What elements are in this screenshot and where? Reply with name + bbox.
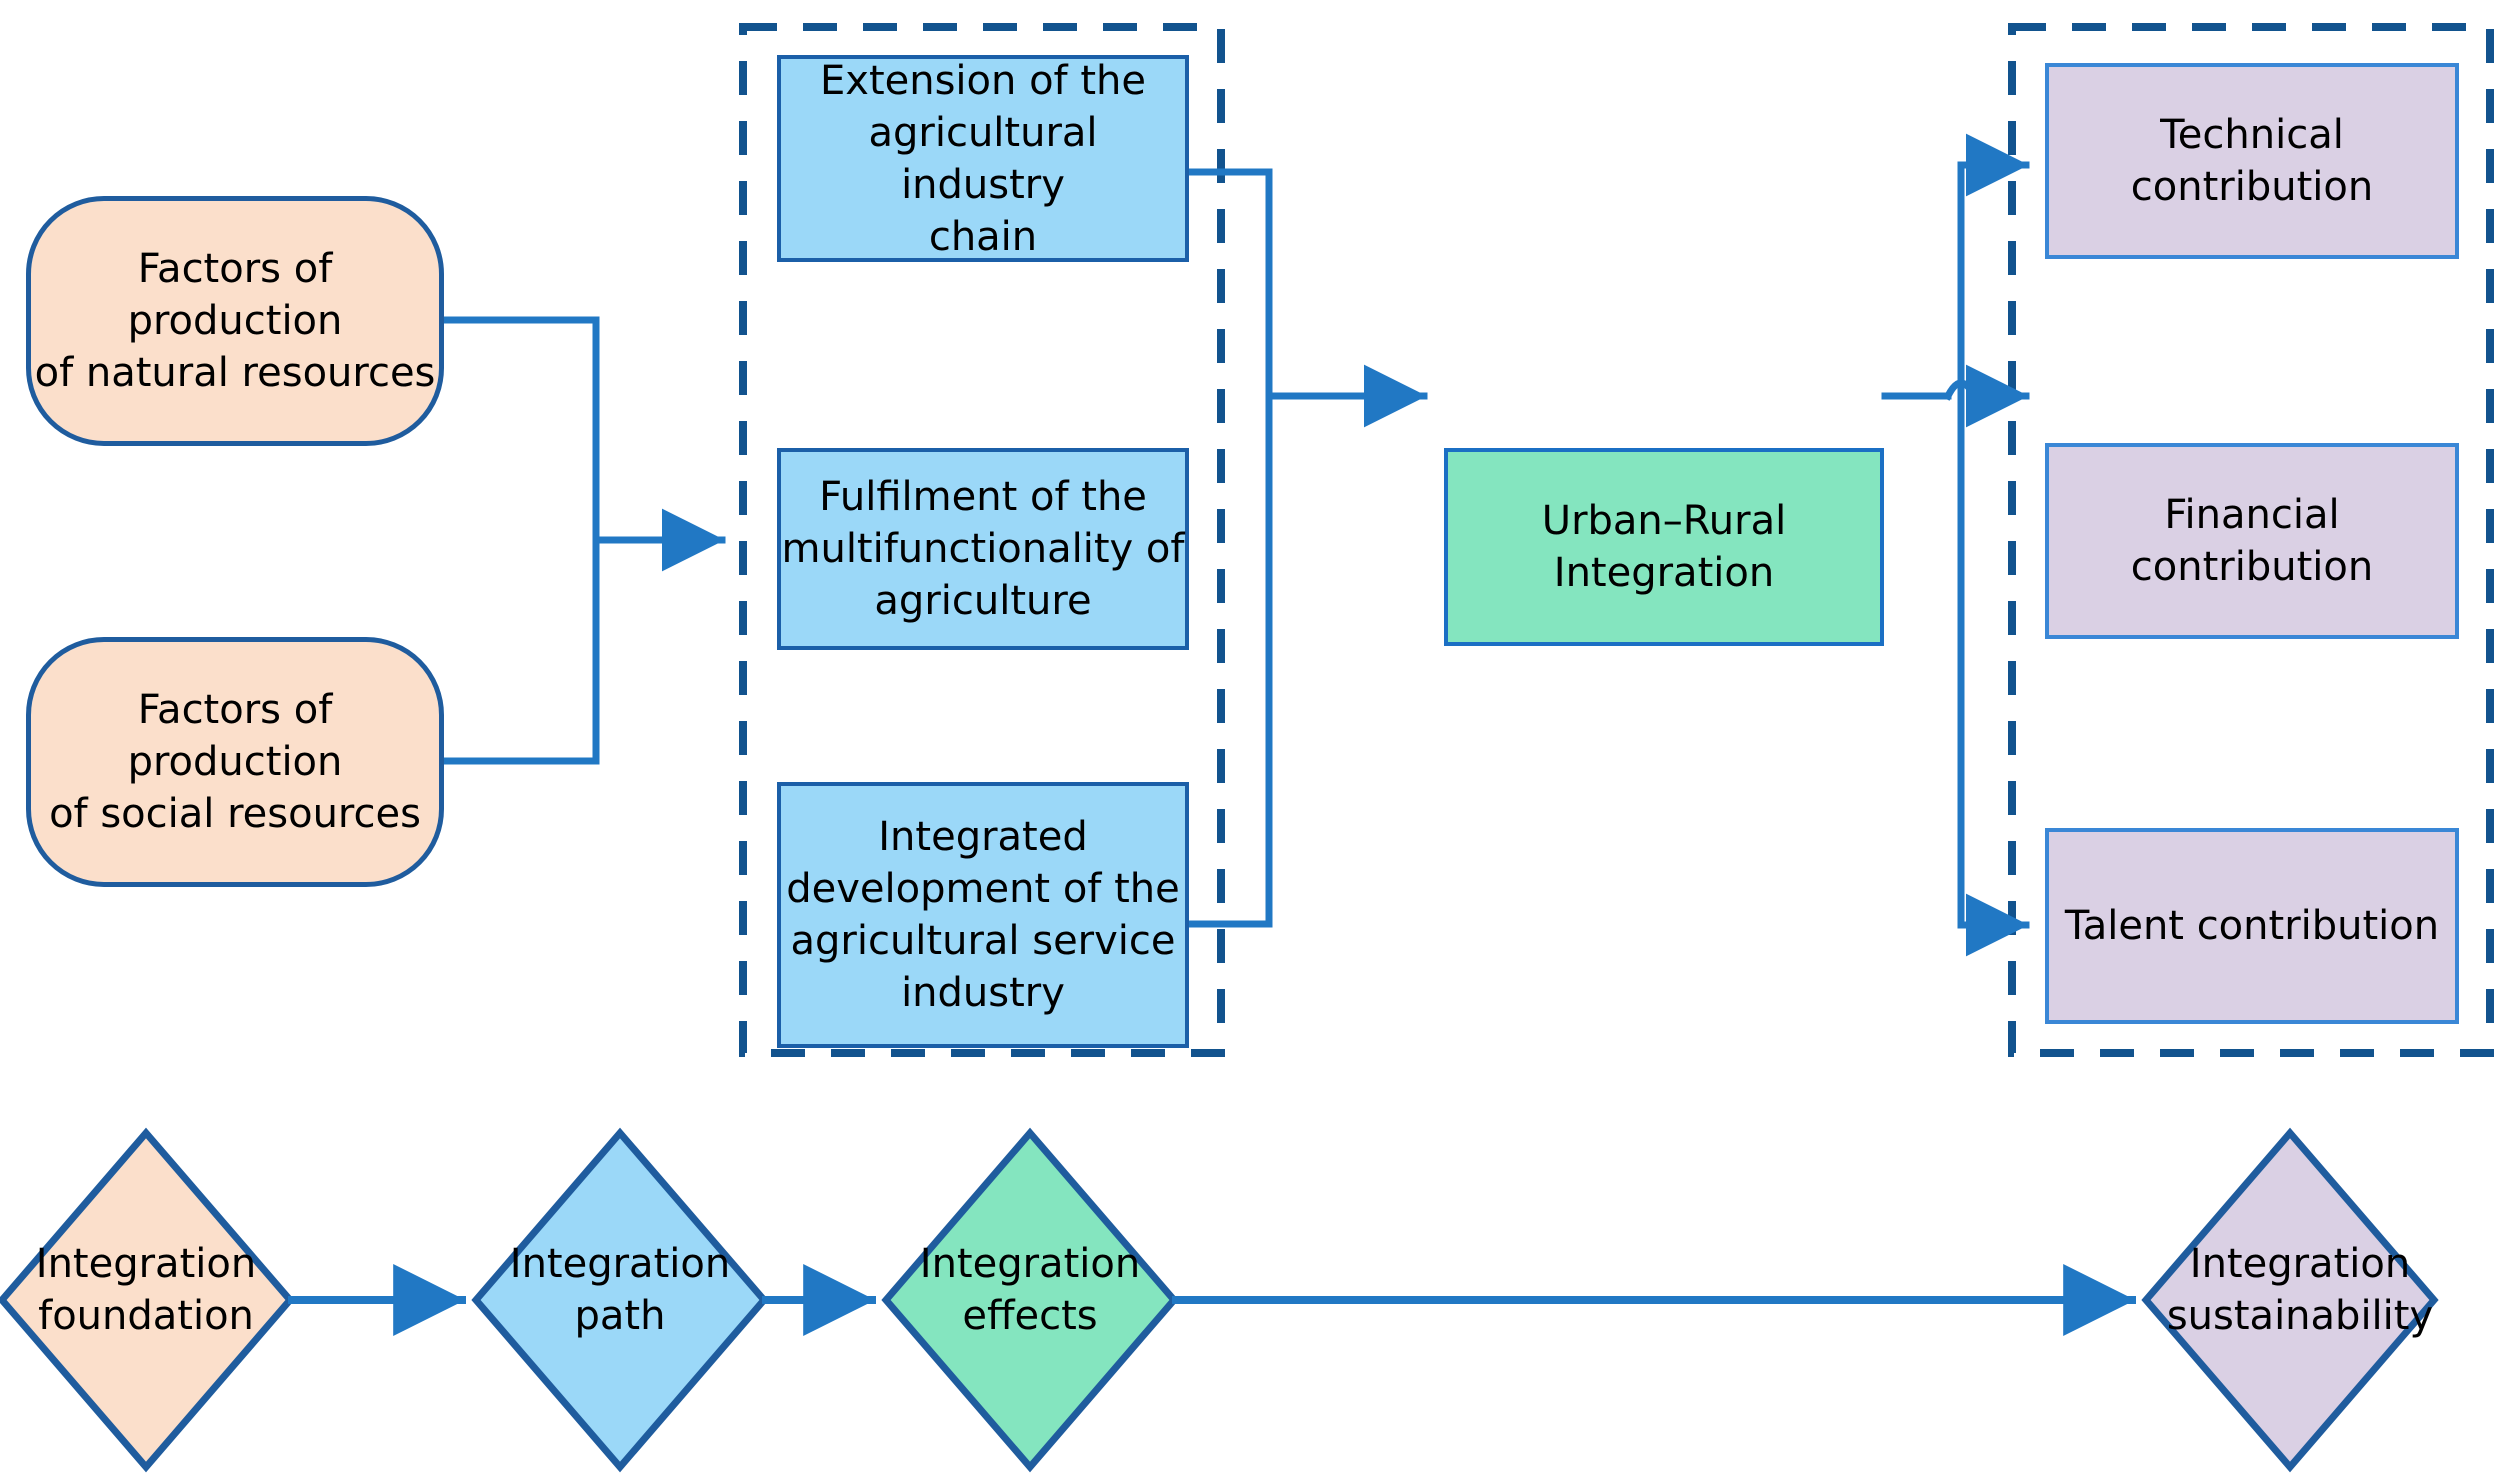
- node-urban-rural-integration-label: Urban–Rural Integration: [1541, 498, 1787, 596]
- node-financial-contribution[interactable]: Financial contribution: [2045, 443, 2459, 639]
- connector-foundation-to-path: [439, 316, 726, 765]
- stage-diamond-integration-effects[interactable]: [881, 1127, 1179, 1473]
- node-natural-resources[interactable]: Factors of production of natural resourc…: [26, 196, 444, 446]
- node-talent-contribution-label: Talent contribution: [2064, 903, 2440, 949]
- dashed-group-sustainability: [2008, 23, 2494, 1057]
- node-multifunctionality[interactable]: Fulfilment of the multifunctionality of …: [777, 448, 1189, 650]
- node-natural-resources-label: Factors of production of natural resourc…: [34, 246, 436, 396]
- connector-path-to-effects: [1186, 168, 1428, 928]
- node-financial-contribution-label: Financial contribution: [2130, 492, 2374, 590]
- connector-effects-to-sustainability: [1881, 133, 2030, 957]
- dashed-group-path: [739, 23, 1225, 1057]
- node-service-industry[interactable]: Integrated development of the agricultur…: [777, 782, 1189, 1048]
- node-industry-chain[interactable]: Extension of the agricultural industry c…: [777, 55, 1189, 262]
- node-industry-chain-label: Extension of the agricultural industry c…: [820, 57, 1146, 260]
- stage-diamond-integration-sustainability[interactable]: [2141, 1127, 2439, 1473]
- node-technical-contribution-label: Technical contribution: [2130, 112, 2374, 210]
- node-talent-contribution[interactable]: Talent contribution: [2045, 828, 2459, 1024]
- node-social-resources[interactable]: Factors of production of social resource…: [26, 637, 444, 887]
- node-urban-rural-integration[interactable]: Urban–Rural Integration: [1444, 448, 1884, 646]
- node-service-industry-label: Integrated development of the agricultur…: [786, 814, 1180, 1016]
- stage-diamond-integration-path[interactable]: [471, 1127, 769, 1473]
- node-social-resources-label: Factors of production of social resource…: [49, 687, 421, 837]
- stage-diamond-integration-foundation[interactable]: [0, 1127, 295, 1473]
- stage-diamonds: [0, 1127, 2439, 1473]
- node-multifunctionality-label: Fulfilment of the multifunctionality of …: [781, 474, 1185, 624]
- node-technical-contribution[interactable]: Technical contribution: [2045, 63, 2459, 259]
